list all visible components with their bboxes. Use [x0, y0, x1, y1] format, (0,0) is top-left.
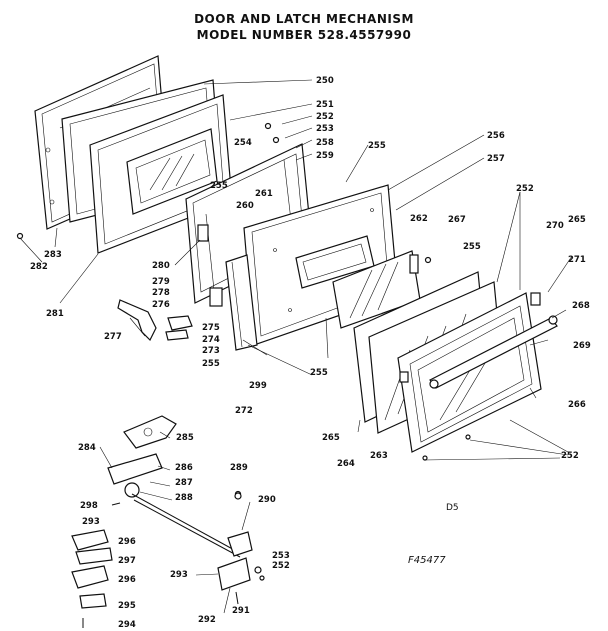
- model-number: MODEL NUMBER 528.4557990: [196, 28, 412, 42]
- callout-263: 263: [370, 451, 388, 461]
- callout-258: 258: [316, 138, 334, 148]
- callout-287: 287: [175, 478, 193, 488]
- hinge-brackets: [197, 224, 541, 383]
- callout-299: 299: [249, 381, 267, 391]
- callout-255: 255: [368, 141, 386, 151]
- door-handle: [429, 315, 558, 389]
- callout-255: 255: [202, 359, 220, 369]
- callout-271: 271: [568, 255, 586, 265]
- callout-298: 298: [80, 501, 98, 511]
- callout-270: 270: [546, 221, 564, 231]
- callout-293: 293: [82, 517, 100, 527]
- leader-lines: [19, 79, 573, 614]
- callout-262: 262: [410, 214, 428, 224]
- callout-296: 296: [118, 537, 136, 547]
- door-trim-frame: [397, 292, 542, 453]
- callout-250: 250: [316, 76, 334, 86]
- callout-265: 265: [568, 215, 586, 225]
- callout-283: 283: [44, 250, 62, 260]
- callout-268: 268: [572, 301, 590, 311]
- callout-279: 279: [152, 277, 170, 287]
- callout-291: 291: [232, 606, 250, 616]
- callout-297: 297: [118, 556, 136, 566]
- code-mark: D5: [446, 503, 459, 513]
- callout-281: 281: [46, 309, 64, 319]
- callout-257: 257: [487, 154, 505, 164]
- callout-267: 267: [448, 215, 466, 225]
- callout-269: 269: [573, 341, 591, 351]
- callout-labels: 250 251 252 253 254 258 259 255 256 257 …: [30, 76, 591, 630]
- callout-253: 253: [272, 551, 290, 561]
- callout-266: 266: [568, 400, 586, 410]
- callout-253: 253: [316, 124, 334, 134]
- callout-259: 259: [316, 151, 334, 161]
- callout-264: 264: [337, 459, 355, 469]
- figure-ref: F45477: [408, 555, 446, 566]
- callout-260: 260: [236, 201, 254, 211]
- callout-261: 261: [255, 189, 273, 199]
- callout-276: 276: [152, 300, 170, 310]
- callout-255: 255: [463, 242, 481, 252]
- callout-252: 252: [316, 112, 334, 122]
- callout-280: 280: [152, 261, 170, 271]
- callout-284: 284: [78, 443, 96, 453]
- diagram-title: DOOR AND LATCH MECHANISM: [194, 12, 414, 26]
- callout-289: 289: [230, 463, 248, 473]
- callout-286: 286: [175, 463, 193, 473]
- callout-256: 256: [487, 131, 505, 141]
- callout-252: 252: [272, 561, 290, 571]
- hinge-arm: [117, 299, 193, 342]
- callout-273: 273: [202, 346, 220, 356]
- callout-251: 251: [316, 100, 334, 110]
- callout-278: 278: [152, 288, 170, 298]
- callout-288: 288: [175, 493, 193, 503]
- callout-293: 293: [170, 570, 188, 580]
- callout-254: 254: [234, 138, 252, 148]
- callout-255: 255: [310, 368, 328, 378]
- callout-285: 285: [176, 433, 194, 443]
- latch-mechanism: [71, 415, 265, 628]
- callout-296: 296: [118, 575, 136, 585]
- callout-272: 272: [235, 406, 253, 416]
- callout-252: 252: [516, 184, 534, 194]
- back-plate: [225, 254, 258, 351]
- callout-274: 274: [202, 335, 220, 345]
- callout-282: 282: [30, 262, 48, 272]
- callout-252: 252: [561, 451, 579, 461]
- callout-255: 255: [210, 181, 228, 191]
- callout-294: 294: [118, 620, 136, 630]
- callout-295: 295: [118, 601, 136, 611]
- callout-290: 290: [258, 495, 276, 505]
- callout-265: 265: [322, 433, 340, 443]
- callout-275: 275: [202, 323, 220, 333]
- callout-277: 277: [104, 332, 122, 342]
- callout-292: 292: [198, 615, 216, 625]
